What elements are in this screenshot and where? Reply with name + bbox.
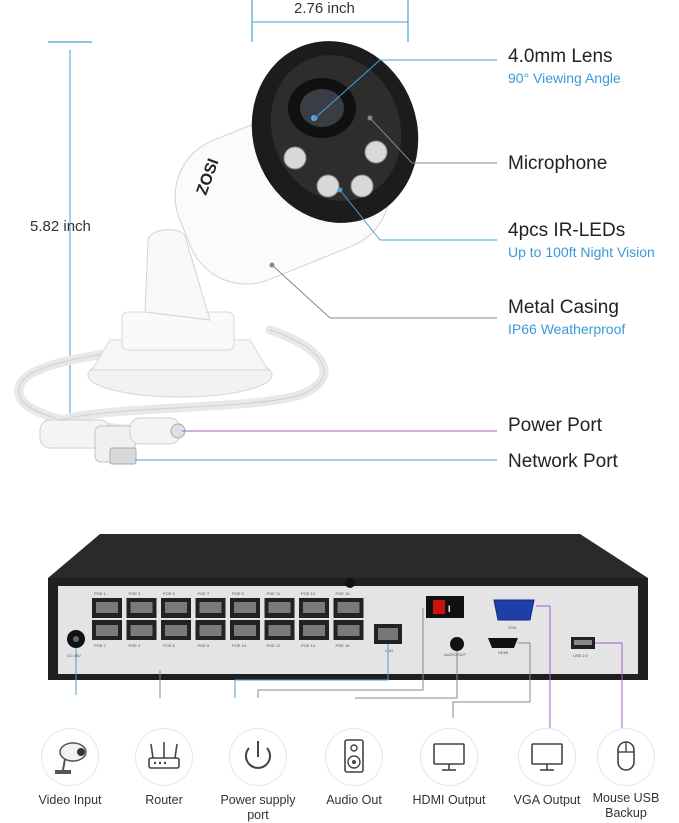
icon-label-mouse-usb: Mouse USB Backup: [592, 791, 660, 820]
feature-ir-leds: 4pcs IR-LEDs Up to 100ft Night Vision: [508, 220, 655, 260]
poe-label: POE 11: [267, 591, 281, 596]
icon-label-hdmi-output: HDMI Output: [412, 793, 486, 807]
poe-label: POE 1: [94, 591, 107, 596]
feature-subtitle: IP66 Weatherproof: [508, 321, 626, 337]
poe-label: POE 5: [163, 591, 176, 596]
poe-label: POE 15: [336, 591, 351, 596]
poe-port-slot: [234, 625, 256, 636]
poe-label: POE 9: [232, 591, 245, 596]
feature-title: Microphone: [508, 153, 608, 174]
poe-port-slot: [96, 602, 118, 613]
poe-label: POE 10: [232, 643, 247, 648]
speaker-icon: [344, 739, 364, 773]
audio-out-icon-circle: [325, 728, 383, 786]
width-dimension: 2.76 inch: [294, 0, 355, 17]
usb-label: USB 2.0: [573, 653, 589, 658]
poe-port-slot: [234, 602, 256, 613]
icon-label-audio-out: Audio Out: [326, 793, 382, 807]
camera-icon: [55, 742, 87, 774]
poe-port-slot: [96, 625, 118, 636]
vga-output-icon-circle: [518, 728, 576, 786]
audio-label: AUDIO OUT: [444, 652, 467, 657]
poe-port-block: POE 1 POE 3 POE 5 POE 7 POE 9 POE 11 POE 13 POE…: [92, 591, 364, 648]
power-icon: [245, 741, 271, 769]
power-port-label: Power Port: [508, 415, 602, 436]
feature-microphone: Microphone: [508, 153, 607, 175]
monitor-icon: [433, 743, 465, 771]
vga-label: VGA: [508, 625, 517, 630]
poe-label: POE 13: [301, 591, 316, 596]
lan-label: LAN: [385, 648, 393, 653]
poe-port-slot: [337, 625, 360, 636]
icon-label-power-supply: Power supply port: [220, 793, 296, 822]
poe-port-slot: [165, 602, 187, 613]
poe-label: POE 16: [336, 643, 351, 648]
feature-lens: 4.0mm Lens 90° Viewing Angle: [508, 46, 621, 86]
network-port-label: Network Port: [508, 451, 618, 472]
poe-port-slot: [130, 625, 153, 636]
poe-label: POE 2: [94, 643, 107, 648]
dc-label: DC 48V: [67, 653, 81, 658]
router-icon: [148, 742, 180, 769]
hdmi-label: HDMI: [498, 650, 508, 655]
camera-diagram: ZOSI: [14, 0, 497, 465]
switch-mark: I: [448, 604, 451, 614]
mouse-usb-icon-circle: [597, 728, 655, 786]
icon-label-video-input: Video Input: [38, 793, 102, 807]
feature-subtitle: 90° Viewing Angle: [508, 70, 621, 86]
poe-port-slot: [165, 625, 187, 636]
height-dimension: 5.82 inch: [30, 218, 91, 235]
hdmi-output-icon-circle: [420, 728, 478, 786]
poe-port-slot: [268, 602, 291, 613]
poe-label: POE 7: [198, 591, 211, 596]
router-icon-circle: [135, 728, 193, 786]
poe-label: POE 8: [198, 643, 211, 648]
poe-label: POE 4: [129, 643, 142, 648]
feature-metal-casing: Metal Casing IP66 Weatherproof: [508, 297, 625, 337]
poe-port-slot: [199, 602, 222, 613]
monitor-icon: [531, 743, 563, 771]
poe-port-slot: [303, 625, 325, 636]
icon-label-vga-output: VGA Output: [513, 793, 581, 807]
poe-port-slot: [130, 602, 153, 613]
video-input-icon-circle: [41, 728, 99, 786]
poe-label: POE 14: [301, 643, 316, 648]
poe-port-slot: [337, 602, 360, 613]
poe-port-slot: [199, 625, 222, 636]
feature-title: Metal Casing: [508, 297, 619, 318]
poe-label: POE 6: [163, 643, 176, 648]
feature-title: 4pcs IR-LEDs: [508, 220, 626, 241]
icon-label-router: Router: [145, 793, 183, 807]
poe-label: POE 3: [129, 591, 142, 596]
feature-title: 4.0mm Lens: [508, 46, 613, 67]
poe-port-slot: [303, 602, 325, 613]
poe-label: POE 12: [267, 643, 282, 648]
mouse-icon: [617, 741, 635, 771]
feature-subtitle: Up to 100ft Night Vision: [508, 244, 655, 260]
power-icon-circle: [229, 728, 287, 786]
poe-port-slot: [268, 625, 291, 636]
